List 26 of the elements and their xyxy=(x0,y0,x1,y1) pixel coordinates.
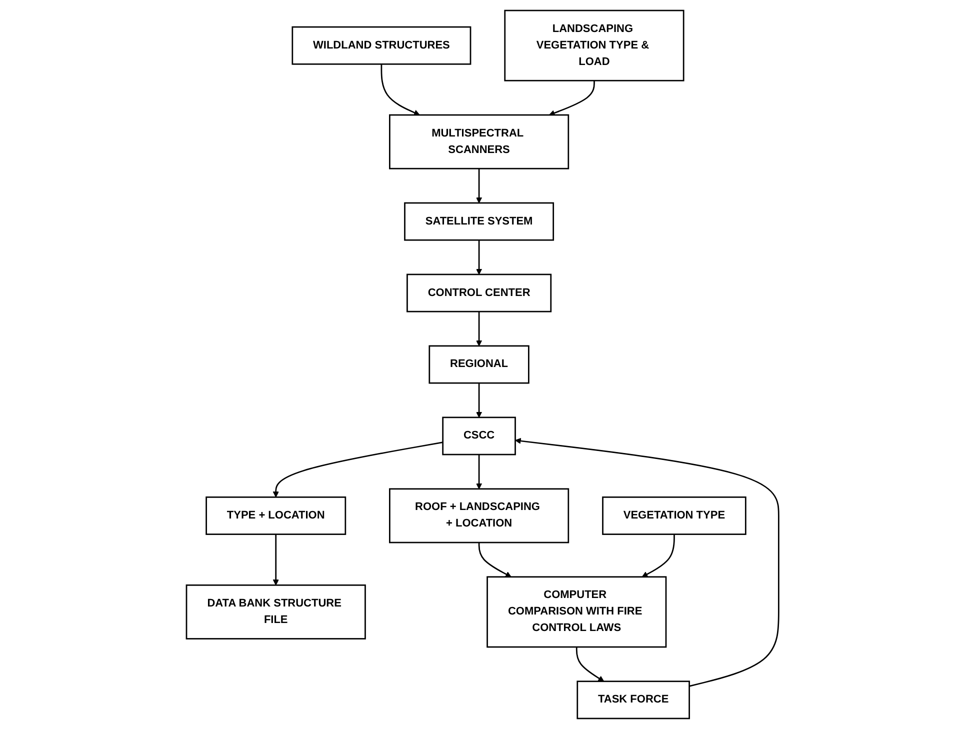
arrow xyxy=(514,438,780,687)
arrow xyxy=(272,442,443,498)
node-box: VEGETATION TYPE xyxy=(602,496,746,535)
arrow xyxy=(548,80,595,116)
node-box: CSCC xyxy=(442,416,516,456)
arrow xyxy=(476,383,482,418)
node-box: CONTROL CENTER xyxy=(406,274,552,312)
arrow xyxy=(478,542,512,578)
arrow xyxy=(476,168,482,204)
arrow xyxy=(380,64,420,116)
node-box: COMPUTER COMPARISON WITH FIRE CONTROL LAWS xyxy=(486,576,667,648)
node-box: TYPE + LOCATION xyxy=(206,496,346,535)
arrow xyxy=(642,534,675,578)
node-box: SATELLITE SYSTEM xyxy=(404,202,554,241)
node-box: REGIONAL xyxy=(428,345,530,384)
node-box: TASK FORCE xyxy=(576,680,690,720)
node-box: ROOF + LANDSCAPING + LOCATION xyxy=(388,488,569,544)
arrow xyxy=(476,454,482,490)
arrow xyxy=(272,534,279,586)
arrow xyxy=(476,240,482,275)
arrow xyxy=(576,647,604,682)
node-box: MULTISPECTRAL SCANNERS xyxy=(388,114,569,170)
node-box: DATA BANK STRUCTURE FILE xyxy=(186,584,366,640)
arrow xyxy=(476,312,482,346)
node-box: LANDSCAPING VEGETATION TYPE & LOAD xyxy=(504,10,684,82)
node-box: WILDLAND STRUCTURES xyxy=(292,26,472,65)
